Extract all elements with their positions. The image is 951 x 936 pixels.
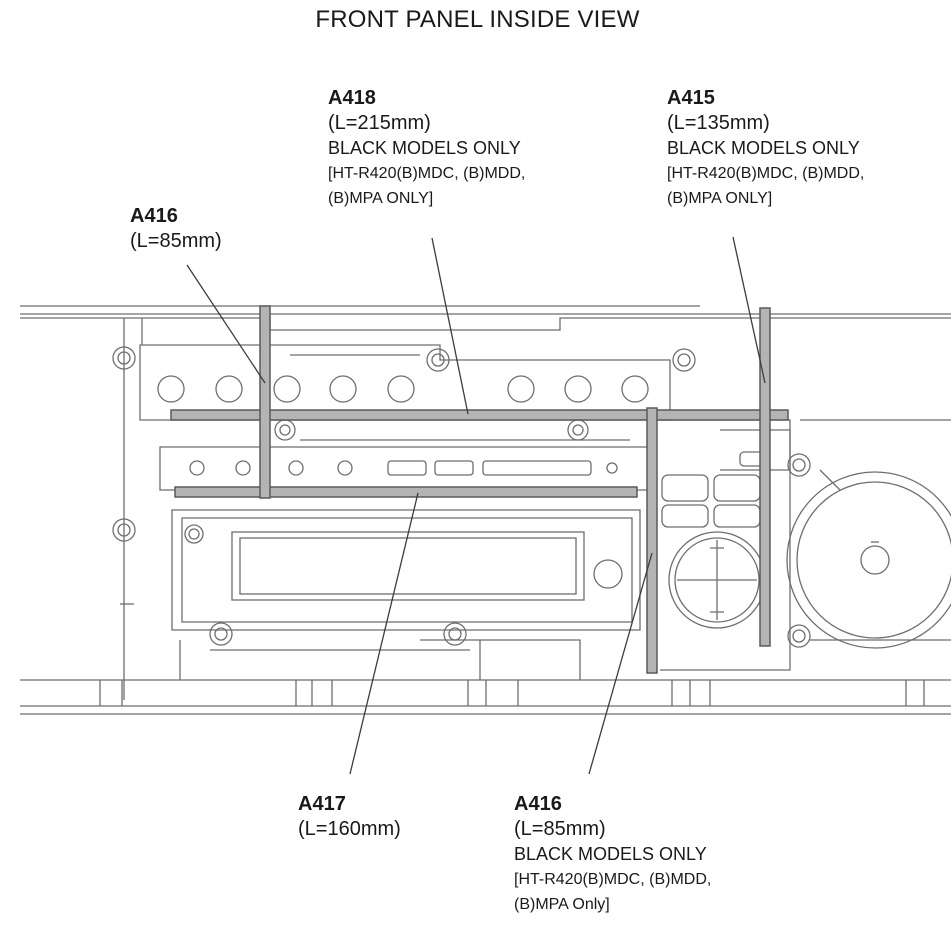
label-a416-bottom: A416 (L=85mm) BLACK MODELS ONLY [HT-R420…	[514, 792, 711, 917]
label-length: (L=135mm)	[667, 112, 770, 134]
label-models: [HT-R420(B)MDC, (B)MDD,	[667, 165, 865, 182]
knob-1	[157, 375, 185, 403]
volume-dial	[786, 471, 951, 649]
label-a416-left: A416 (L=85mm)	[130, 204, 222, 254]
bracket-strips	[170, 305, 789, 674]
strip-a416-bottom	[646, 407, 658, 674]
label-models-2: (B)MPA Only]	[514, 896, 610, 913]
label-code: A417	[298, 793, 346, 815]
label-models: [HT-R420(B)MDC, (B)MDD,	[328, 165, 526, 182]
label-a415: A415 (L=135mm) BLACK MODELS ONLY [HT-R42…	[667, 86, 864, 211]
label-code: A416	[130, 205, 178, 227]
volume-knob-small	[593, 559, 623, 589]
button-2	[235, 460, 251, 476]
display-window	[231, 531, 585, 601]
label-code: A415	[667, 87, 715, 109]
leader-a417	[349, 492, 419, 775]
label-a418: A418 (L=215mm) BLACK MODELS ONLY [HT-R42…	[328, 86, 525, 211]
button-1	[189, 460, 205, 476]
label-models-2: (B)MPA ONLY]	[667, 190, 773, 207]
strip-a417	[174, 486, 638, 498]
label-models: [HT-R420(B)MDC, (B)MDD,	[514, 871, 712, 888]
knob-6	[507, 375, 535, 403]
label-models-2: (B)MPA ONLY]	[328, 190, 434, 207]
label-note: BLACK MODELS ONLY	[667, 138, 860, 158]
leader-a415	[732, 236, 766, 384]
knob-7	[564, 375, 592, 403]
label-length: (L=160mm)	[298, 818, 401, 840]
label-code: A418	[328, 87, 376, 109]
screw-bosses	[112, 346, 811, 648]
button-6	[434, 460, 474, 476]
label-length: (L=85mm)	[130, 230, 222, 252]
diagram-title: FRONT PANEL INSIDE VIEW	[315, 6, 640, 33]
knob-5	[387, 375, 415, 403]
button-3	[288, 460, 304, 476]
knob-3	[273, 375, 301, 403]
knob-panel	[139, 344, 671, 421]
knob-4	[329, 375, 357, 403]
display-button	[184, 524, 204, 544]
strip-a418	[170, 409, 789, 421]
knob-2	[215, 375, 243, 403]
button-7	[482, 460, 592, 476]
strip-a416-left	[259, 305, 271, 499]
display-frame	[171, 509, 641, 631]
button-panel	[159, 446, 651, 491]
strip-a415	[759, 307, 771, 647]
panel-sketch	[20, 305, 951, 715]
button-4	[337, 460, 353, 476]
button-5	[387, 460, 427, 476]
label-code: A416	[514, 793, 562, 815]
label-note: BLACK MODELS ONLY	[514, 844, 707, 864]
leader-a416-bottom	[588, 552, 653, 775]
label-length: (L=85mm)	[514, 818, 606, 840]
leader-lines	[186, 236, 766, 775]
leader-a416-left	[186, 264, 266, 384]
knob-8	[621, 375, 649, 403]
leader-a418	[431, 237, 469, 415]
label-note: BLACK MODELS ONLY	[328, 138, 521, 158]
label-a417: A417 (L=160mm)	[298, 792, 401, 842]
label-length: (L=215mm)	[328, 112, 431, 134]
